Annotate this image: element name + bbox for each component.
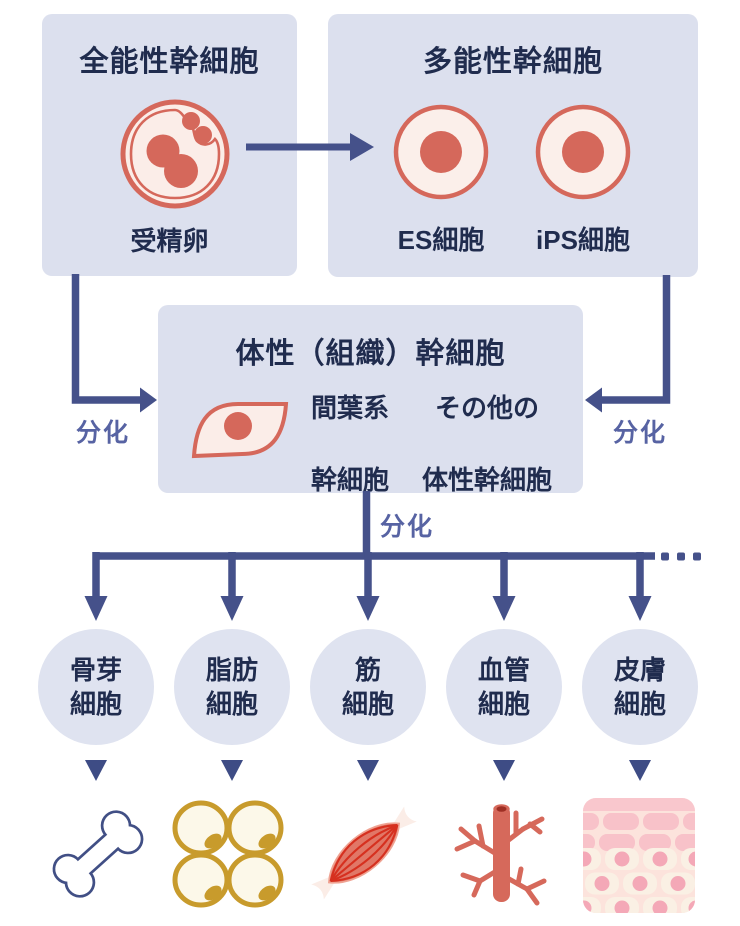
circle-to-illustration-triangles bbox=[85, 760, 651, 781]
vascular-cell-circle: 血管 細胞 bbox=[446, 629, 562, 745]
totipotent-panel: 全能性幹細胞 受精卵 bbox=[42, 14, 297, 276]
fat-cells-icon bbox=[172, 800, 284, 908]
pluripotent-title: 多能性幹細胞 bbox=[422, 46, 603, 78]
differentiation-label-left: 分化 bbox=[76, 419, 131, 447]
differentiation-label-bottom: 分化 bbox=[380, 513, 435, 541]
more-cells-ellipsis-icon bbox=[661, 552, 701, 561]
muscle-cell-label-line2: 細胞 bbox=[341, 689, 394, 719]
fertilized-egg-icon bbox=[120, 99, 230, 209]
adipocyte-circle: 脂肪 細胞 bbox=[174, 629, 290, 745]
muscle-cell-label-line1: 筋 bbox=[354, 655, 381, 685]
osteoblast-circle: 骨芽 細胞 bbox=[38, 629, 154, 745]
es-cell-icon bbox=[393, 104, 489, 200]
muscle-cell-circle: 筋 細胞 bbox=[310, 629, 426, 745]
mesenchymal-stem-cell-icon bbox=[191, 402, 289, 459]
vascular-cell-label-line2: 細胞 bbox=[477, 689, 530, 719]
somatic-title: 体性（組織）幹細胞 bbox=[235, 338, 506, 370]
other-somatic-label-line2: 体性幹細胞 bbox=[421, 465, 552, 495]
skin-cell-label-line2: 細胞 bbox=[613, 689, 666, 719]
adipocyte-label-line2: 細胞 bbox=[205, 689, 258, 719]
blood-vessel-icon bbox=[454, 804, 547, 906]
fertilized-egg-label: 受精卵 bbox=[130, 226, 209, 256]
mesenchymal-label-line2: 幹細胞 bbox=[310, 465, 389, 495]
muscle-icon bbox=[311, 806, 417, 900]
osteoblast-label-line1: 骨芽 bbox=[69, 655, 122, 685]
somatic-panel: 体性（組織）幹細胞 間葉系 幹細胞 その他の 体性幹細胞 bbox=[158, 305, 583, 495]
skin-icon bbox=[583, 798, 695, 913]
totipotent-title: 全能性幹細胞 bbox=[79, 46, 260, 78]
pluripotent-to-somatic-arrow bbox=[585, 275, 671, 413]
mesenchymal-label: 間葉系 幹細胞 bbox=[280, 390, 420, 498]
pluripotent-panel: 多能性幹細胞 ES細胞 iPS細胞 bbox=[328, 14, 698, 277]
mesenchymal-label-line1: 間葉系 bbox=[310, 393, 389, 423]
ips-cell-icon bbox=[535, 104, 631, 200]
other-somatic-label-line1: その他の bbox=[434, 393, 539, 423]
adipocyte-label-line1: 脂肪 bbox=[205, 655, 258, 685]
other-somatic-label: その他の 体性幹細胞 bbox=[402, 390, 572, 498]
totipotent-to-somatic-arrow bbox=[71, 274, 157, 413]
vascular-cell-label-line1: 血管 bbox=[477, 655, 530, 685]
es-cell-label: ES細胞 bbox=[397, 225, 485, 255]
ips-cell-label: iPS細胞 bbox=[536, 225, 630, 255]
somatic-branch-arrows bbox=[84, 491, 655, 621]
bone-icon bbox=[48, 798, 148, 908]
differentiation-label-right: 分化 bbox=[613, 419, 668, 447]
skin-cell-label-line1: 皮膚 bbox=[613, 655, 666, 685]
skin-cell-circle: 皮膚 細胞 bbox=[582, 629, 698, 745]
osteoblast-label-line2: 細胞 bbox=[69, 689, 122, 719]
